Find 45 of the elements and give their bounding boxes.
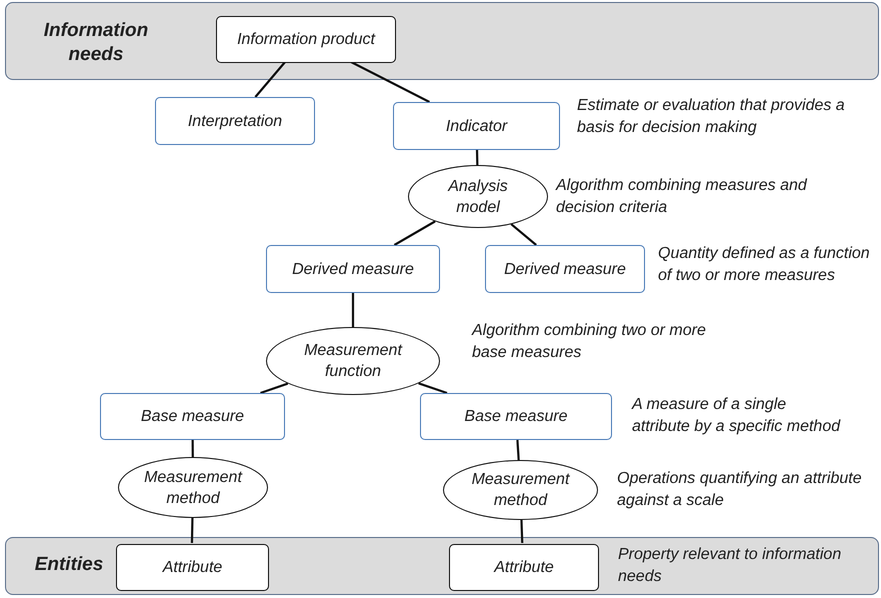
node-label: Analysis model [446, 176, 509, 218]
connector-line [352, 293, 354, 327]
process-box [420, 393, 612, 440]
connector-line [516, 440, 520, 460]
node-label: Information product [237, 30, 375, 50]
description-text: Algorithm combining two or more base measures [472, 321, 707, 363]
description-text: Quantity defined as a function of two or more measures [658, 244, 871, 286]
description-text: Operations quantifying an attribute against a scale [617, 469, 863, 511]
band-heading: Entities [34, 553, 104, 577]
node-label: Base measure [140, 407, 244, 427]
connector-line [260, 382, 288, 394]
node-label: Measurement method [470, 470, 571, 511]
node-label: Interpretation [188, 112, 282, 132]
connector-line [476, 150, 478, 166]
node-label: Derived measure [292, 260, 414, 280]
connector-line [418, 382, 448, 394]
process-box [449, 544, 599, 591]
process-box [393, 102, 560, 150]
node-label: Indicator [446, 116, 508, 136]
description-text: Algorithm combining measures and decision criteria [556, 176, 808, 218]
description-text: Property relevant to information needs [618, 545, 842, 587]
band-panel [5, 537, 879, 595]
connector-line [350, 61, 430, 103]
node-label: Derived measure [504, 260, 626, 280]
node-label: Measurement function [303, 341, 404, 382]
connector-line [394, 220, 436, 246]
node-label: Base measure [464, 407, 568, 427]
process-box [216, 16, 396, 63]
band-heading: Information needs [42, 19, 150, 67]
process-box [485, 245, 645, 293]
node-label: Attribute [494, 558, 554, 578]
process-box [116, 544, 269, 591]
process-box [266, 245, 440, 293]
node-label: Measurement method [143, 468, 244, 508]
connector-line [254, 61, 286, 98]
connector-line [520, 520, 524, 544]
process-box [100, 393, 285, 440]
description-text: Estimate or evaluation that provides a basis for decision making [577, 96, 846, 138]
connector-line [190, 518, 194, 544]
node-label: Attribute [162, 558, 222, 578]
band-panel [5, 2, 879, 80]
connector-line [192, 440, 194, 457]
description-text: A measure of a single attribute by a specific method [632, 395, 842, 437]
connector-line [510, 223, 537, 246]
process-box [155, 97, 315, 145]
